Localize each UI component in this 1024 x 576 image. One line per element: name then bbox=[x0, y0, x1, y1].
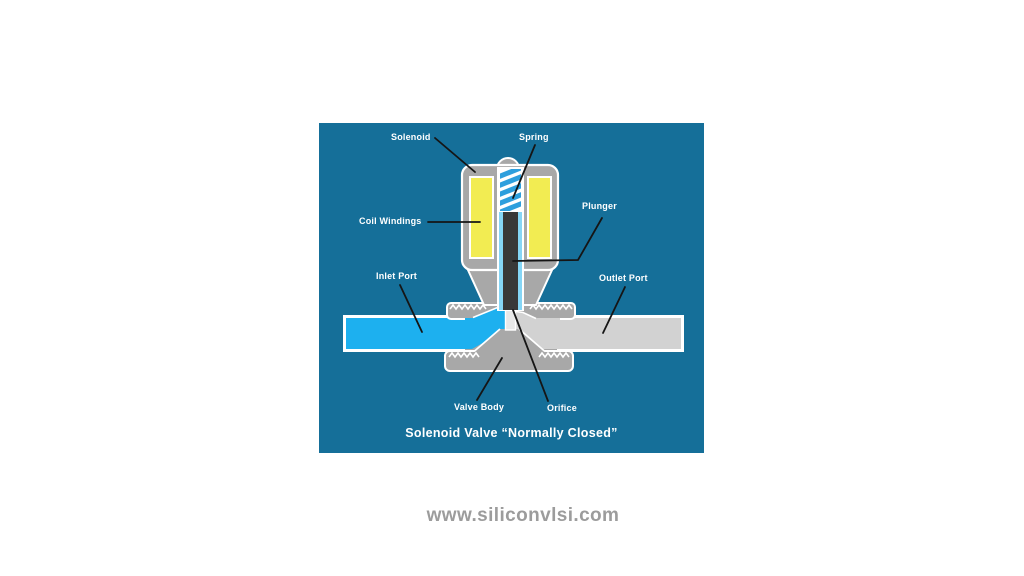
website-watermark: www.siliconvlsi.com bbox=[426, 505, 620, 526]
plunger-leader bbox=[512, 217, 603, 262]
coil-winding-right bbox=[527, 176, 552, 259]
valve-body-leader bbox=[476, 357, 503, 401]
label-solenoid: Solenoid bbox=[391, 132, 431, 142]
coil-winding-left bbox=[469, 176, 494, 259]
orifice-leader bbox=[512, 309, 549, 402]
label-outlet-port: Outlet Port bbox=[599, 273, 648, 283]
label-orifice: Orifice bbox=[547, 403, 577, 413]
solenoid-valve-diagram: Solenoid Spring Coil Windings Plunger In… bbox=[319, 123, 704, 453]
label-coil-windings: Coil Windings bbox=[359, 216, 422, 226]
outlet-wedge-outline bbox=[515, 310, 537, 320]
inlet-port-leader bbox=[399, 284, 423, 333]
inlet-fluid-wedge bbox=[465, 307, 506, 349]
label-plunger: Plunger bbox=[582, 201, 617, 211]
label-valve-body: Valve Body bbox=[454, 402, 505, 412]
outlet-wedge bbox=[516, 312, 560, 349]
spring bbox=[500, 169, 521, 211]
solenoid-leader bbox=[434, 137, 476, 173]
plunger bbox=[503, 212, 518, 310]
thread-serrations bbox=[448, 303, 573, 359]
outlet-port-leader bbox=[602, 286, 626, 334]
plunger-gap-left bbox=[499, 212, 503, 310]
diagram-title: Solenoid Valve “Normally Closed” bbox=[405, 426, 618, 440]
seat-right-slope bbox=[518, 328, 546, 353]
leader-lines bbox=[399, 137, 626, 402]
spring-leader bbox=[512, 144, 536, 199]
label-inlet-port: Inlet Port bbox=[376, 271, 418, 281]
seat-left-slope bbox=[473, 328, 501, 353]
valve-drawing bbox=[343, 137, 684, 402]
label-spring: Spring bbox=[519, 132, 549, 142]
